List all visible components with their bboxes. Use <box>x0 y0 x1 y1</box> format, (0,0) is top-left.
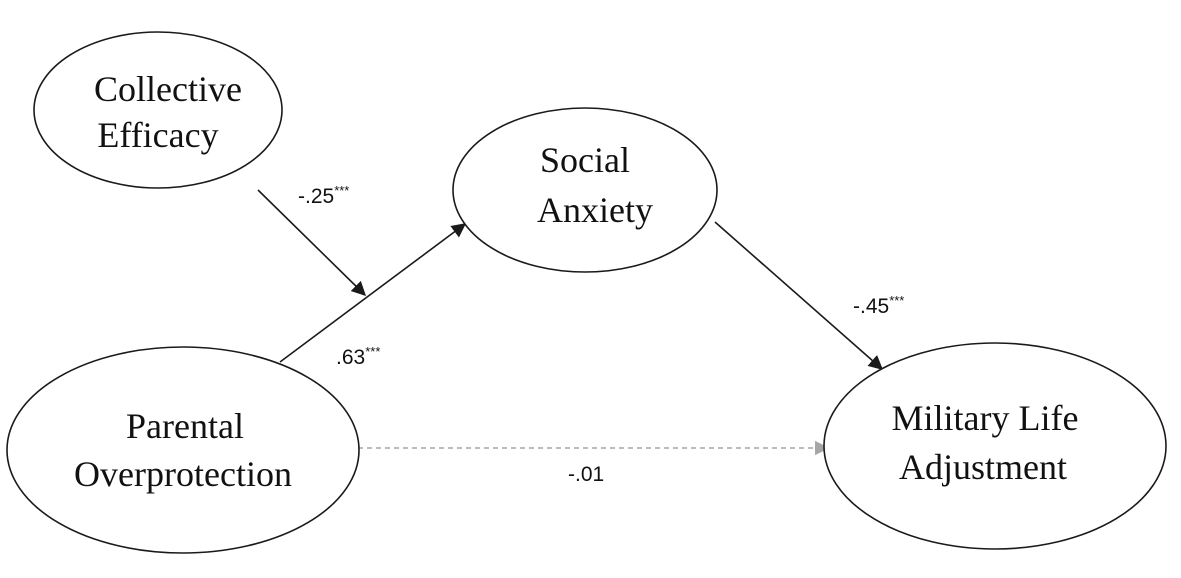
node-parental-overprotection-line2: Overprotection <box>74 454 292 494</box>
node-parental-overprotection-line1: Parental <box>126 406 244 446</box>
node-collective-efficacy: Collective Efficacy <box>33 31 283 189</box>
node-parental-overprotection: Parental Overprotection <box>6 346 360 554</box>
node-social-anxiety-line1: Social <box>540 140 630 180</box>
node-collective-efficacy-line2: Efficacy <box>97 115 218 155</box>
path-parental-overprotection-to-social-anxiety <box>279 223 467 363</box>
node-social-anxiety: Social Anxiety <box>452 107 718 273</box>
coef-parental-overprotection-to-social-anxiety: .63*** <box>336 344 380 369</box>
path-moderation-collective-efficacy <box>257 189 367 297</box>
path-social-anxiety-to-military-life-adjustment <box>714 221 884 370</box>
coef-parental-overprotection-to-military-life-adjustment: -.01 <box>568 463 604 486</box>
node-military-life-adjustment-line1: Military Life <box>892 398 1079 438</box>
node-collective-efficacy-line1: Collective <box>94 69 242 109</box>
node-social-anxiety-line2: Anxiety <box>537 190 653 230</box>
coef-social-anxiety-to-military-life-adjustment: -.45*** <box>853 293 904 318</box>
coef-moderation-collective-efficacy: -.25*** <box>298 183 349 208</box>
node-military-life-adjustment: Military Life Adjustment <box>823 342 1167 550</box>
node-military-life-adjustment-line2: Adjustment <box>899 447 1067 487</box>
